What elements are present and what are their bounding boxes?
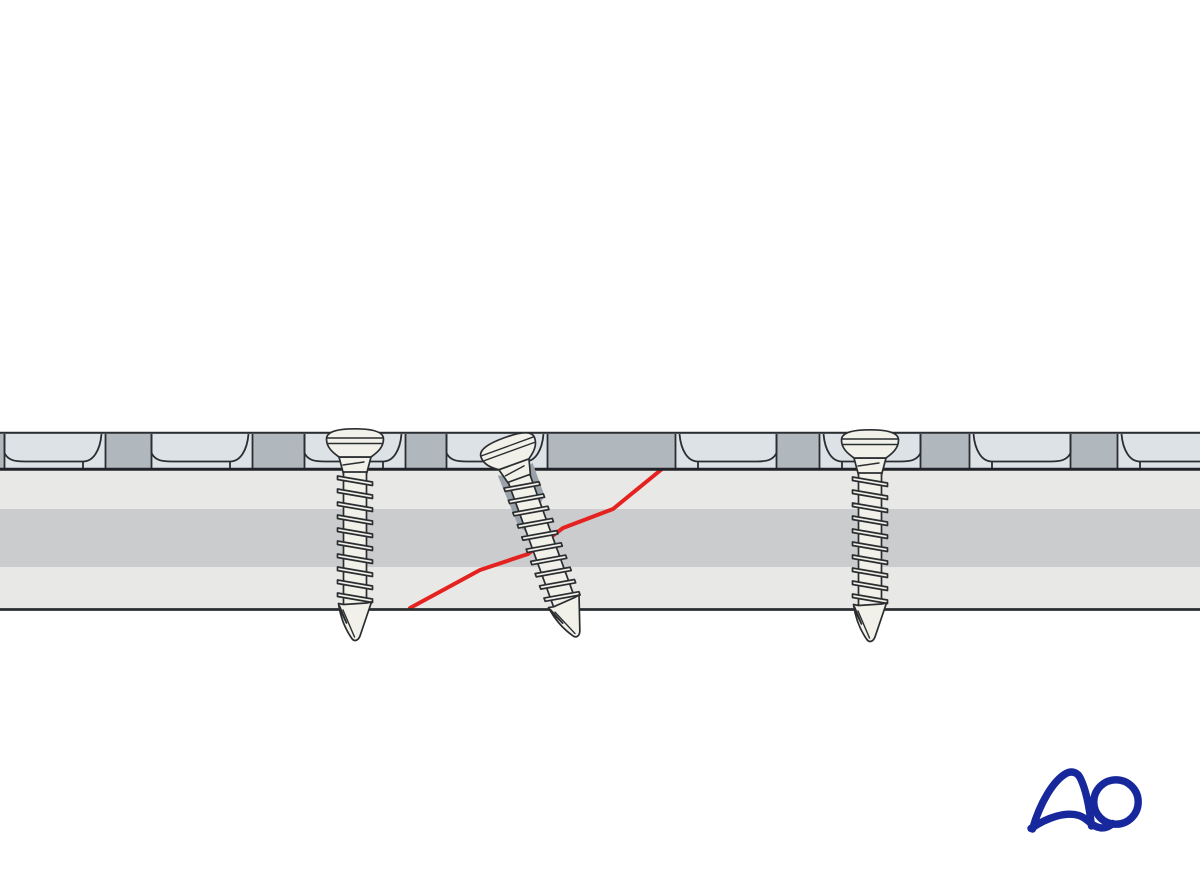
ao-logo-swoosh: [1027, 810, 1117, 833]
plate-hole-7: [968, 433, 1072, 469]
ao-logo-letter-a: [1028, 768, 1096, 833]
plate-hole-1: [3, 433, 107, 469]
fixation-plate: [0, 431, 1200, 471]
plate-hole-5: [674, 433, 778, 469]
ao-logo: [1027, 768, 1142, 833]
plate-hole-8: [1116, 433, 1200, 469]
ao-logo-letter-o: [1090, 776, 1142, 828]
bone-shaft: [0, 469, 1200, 610]
bone-medullary-band: [0, 509, 1200, 567]
plate-hole-2: [150, 433, 254, 469]
